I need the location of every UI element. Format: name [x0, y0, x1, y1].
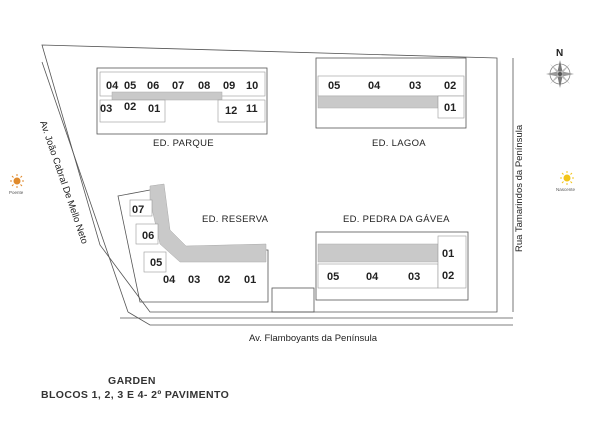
- sun-east-label: Nascente: [556, 187, 576, 192]
- reserva-name: ED. RESERVA: [202, 214, 269, 225]
- pedra-unit-03[interactable]: 03: [408, 271, 420, 283]
- sun-west-icon: [10, 174, 24, 188]
- parque-unit-09[interactable]: 09: [223, 80, 235, 92]
- parque-name: ED. PARQUE: [153, 138, 214, 149]
- reserva-unit-02[interactable]: 02: [218, 274, 230, 286]
- parque-bottom-left: [99, 99, 166, 123]
- lagoa-outline: [315, 57, 467, 129]
- pedra-bottom-row: [317, 263, 439, 289]
- building-pedra: 01 02 05 04 03 ED. PEDRA DA GÁVEA: [315, 214, 469, 301]
- compass-north-label: N: [556, 48, 563, 59]
- pedra-unit-04[interactable]: 04: [366, 271, 379, 283]
- entrance-gate: [271, 287, 315, 313]
- parque-unit-06[interactable]: 06: [147, 80, 159, 92]
- street-bottom-label: Av. Flamboyants da Península: [249, 333, 378, 344]
- caption-title: GARDEN: [108, 375, 156, 387]
- reserva-cell-07: [129, 199, 153, 217]
- parque-unit-02[interactable]: 02: [124, 101, 136, 113]
- building-reserva: 07 06 05 04 03 02 01 ED. RESERVA: [117, 183, 269, 303]
- lagoa-name: ED. LAGOA: [372, 138, 426, 149]
- reserva-unit-04[interactable]: 04: [163, 274, 176, 286]
- bottom-avenue-edge: [127, 311, 513, 326]
- parque-unit-07[interactable]: 07: [172, 80, 184, 92]
- street-right-label: Rua Tamarindos da Península: [514, 124, 525, 252]
- pedra-corridor: [317, 243, 439, 263]
- reserva-unit-05[interactable]: 05: [150, 257, 162, 269]
- reserva-unit-06[interactable]: 06: [142, 230, 154, 242]
- reserva-cell-05: [143, 251, 167, 273]
- parque-unit-04[interactable]: 04: [106, 80, 119, 92]
- sun-west-rays: [10, 174, 24, 188]
- parque-unit-05[interactable]: 05: [124, 80, 136, 92]
- lagoa-unit-03[interactable]: 03: [409, 80, 421, 92]
- building-parque: 04 05 06 07 08 09 10 03 02 01 12 11 ED. …: [96, 67, 268, 149]
- parque-unit-03[interactable]: 03: [100, 103, 112, 115]
- parque-unit-10[interactable]: 10: [246, 80, 258, 92]
- compass-center: [558, 72, 562, 76]
- parque-top-labels: 04 05 06 07 08 09 10: [106, 80, 258, 92]
- left-avenue-edge: [41, 61, 129, 313]
- parque-outline: [96, 67, 268, 135]
- sun-east-rays: [560, 171, 574, 185]
- parque-corridor: [111, 91, 223, 101]
- reserva-cell-06: [135, 223, 159, 245]
- lot-outline: [41, 44, 498, 313]
- pedra-unit-01[interactable]: 01: [442, 248, 454, 260]
- reserva-corridor: [149, 183, 267, 263]
- parque-unit-08[interactable]: 08: [198, 80, 210, 92]
- reserva-unit-07[interactable]: 07: [132, 204, 144, 216]
- pedra-name: ED. PEDRA DA GÁVEA: [343, 214, 450, 225]
- parque-unit-12[interactable]: 12: [225, 105, 237, 117]
- pedra-outline: [315, 231, 469, 301]
- building-lagoa: 05 04 03 02 01 ED. LAGOA: [315, 57, 467, 149]
- compass: N: [546, 48, 574, 88]
- pedra-unit-05[interactable]: 05: [327, 271, 339, 283]
- parque-unit-11[interactable]: 11: [246, 103, 258, 115]
- lagoa-corridor: [317, 95, 439, 109]
- parque-bottom-labels: 03 02 01 12 11: [100, 101, 258, 117]
- sun-west-label: Poente: [9, 190, 24, 195]
- pedra-unit-02[interactable]: 02: [442, 270, 454, 282]
- lagoa-bottom-right: [437, 95, 465, 119]
- lagoa-unit-05[interactable]: 05: [328, 80, 340, 92]
- sun-east-disc: [563, 174, 571, 182]
- parque-unit-01[interactable]: 01: [148, 103, 160, 115]
- lagoa-unit-02[interactable]: 02: [444, 80, 456, 92]
- lagoa-unit-04[interactable]: 04: [368, 80, 381, 92]
- reserva-unit-01[interactable]: 01: [244, 274, 256, 286]
- caption-subtitle: BLOCOS 1, 2, 3 E 4- 2º PAVIMENTO: [41, 389, 229, 401]
- reserva-unit-03[interactable]: 03: [188, 274, 200, 286]
- parque-bottom-right: [217, 99, 266, 123]
- pedra-right-col: [437, 235, 467, 289]
- lagoa-unit-01[interactable]: 01: [444, 102, 456, 114]
- sun-west-disc: [13, 177, 21, 185]
- sun-east-icon: [560, 171, 574, 185]
